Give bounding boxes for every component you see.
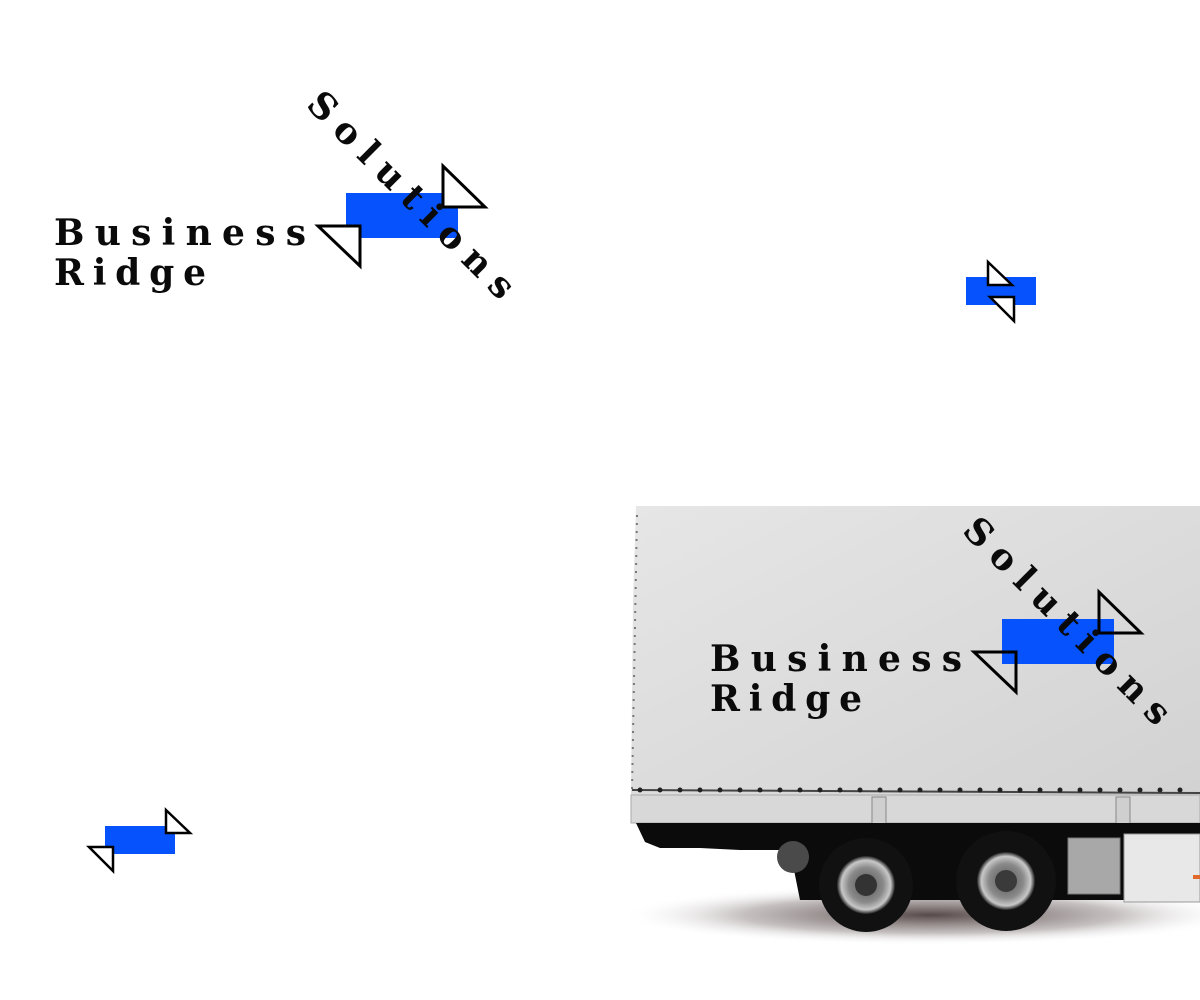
truck-undercarriage	[636, 823, 1200, 900]
rivet	[1117, 787, 1123, 793]
triangle-icon	[164, 807, 194, 835]
rivet	[817, 787, 823, 793]
logo-accent-block	[105, 826, 175, 854]
rivet	[937, 787, 943, 793]
triangle-icon	[441, 162, 489, 209]
logo-accent-block	[1002, 619, 1114, 664]
rivet	[1077, 787, 1083, 793]
rivet	[797, 787, 803, 793]
triangle-icon	[986, 259, 1016, 287]
logo-icon-mark-small	[85, 807, 194, 875]
rivet	[837, 787, 843, 793]
tarp-strap-line	[631, 789, 1200, 794]
rivet	[717, 787, 723, 793]
reflector	[1193, 875, 1200, 879]
step-plate	[1067, 837, 1121, 895]
rivet	[777, 787, 783, 793]
rivet	[637, 787, 643, 793]
wheel	[819, 838, 913, 932]
rivet	[677, 787, 683, 793]
rivet	[737, 787, 743, 793]
tarp-rivets	[637, 787, 1183, 793]
rivet	[977, 787, 983, 793]
air-tank	[777, 841, 809, 873]
rivet	[1057, 787, 1063, 793]
side-box	[1123, 833, 1200, 903]
logo-icon-mark	[966, 259, 1036, 325]
triangle-icon	[970, 650, 1018, 696]
rivet	[657, 787, 663, 793]
rivet	[1157, 787, 1163, 793]
rivet	[877, 787, 883, 793]
triangle-icon	[314, 224, 362, 270]
rivet	[1097, 787, 1103, 793]
rivet	[1017, 787, 1023, 793]
logo-word-business: Business	[54, 212, 306, 254]
truck-shadow	[620, 885, 1200, 945]
triangle-icon	[986, 295, 1016, 325]
truck-tarp	[631, 506, 1200, 796]
rivet	[897, 787, 903, 793]
rivet	[997, 787, 1003, 793]
truck-side-rail	[630, 794, 1200, 824]
truck-mockup: Business Ridge Solutions	[620, 506, 1200, 945]
wheel	[956, 831, 1056, 931]
logo-word-ridge: Ridge	[54, 252, 206, 294]
tarp-edge-rivets	[631, 514, 638, 791]
primary-logo: Business Ridge Solutions	[54, 83, 523, 308]
rivet	[857, 787, 863, 793]
rivet	[697, 787, 703, 793]
logo-accent-block	[346, 193, 458, 238]
rivet	[1037, 787, 1043, 793]
rivet	[957, 787, 963, 793]
logo-word-solutions: Solutions	[299, 83, 524, 308]
logo-word-ridge: Ridge	[710, 678, 862, 720]
rivet	[757, 787, 763, 793]
rivet	[1137, 787, 1143, 793]
rivet	[917, 787, 923, 793]
rivet	[1177, 787, 1183, 793]
triangle-icon	[85, 845, 115, 875]
triangle-icon	[1097, 588, 1145, 635]
